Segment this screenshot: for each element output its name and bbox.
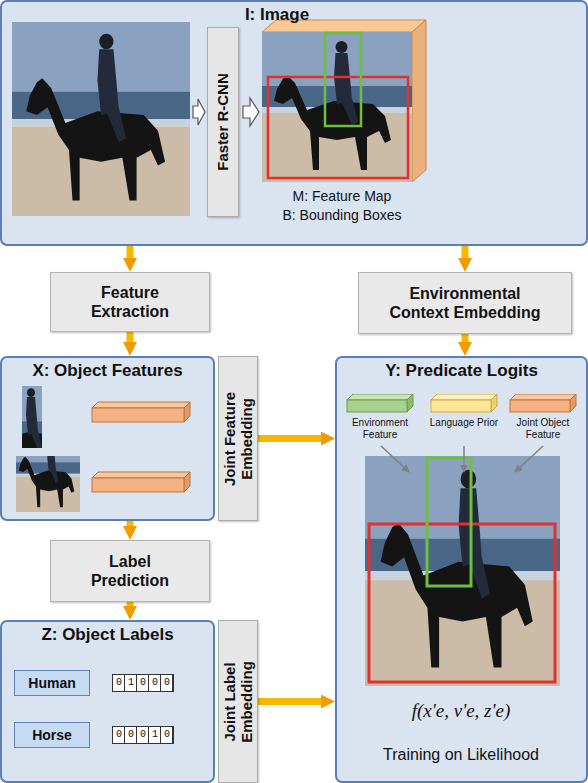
bounding-box-rider — [427, 458, 471, 586]
one-hot-vector: 0 0 0 1 0 — [112, 726, 174, 744]
training-caption: Training on Likelihood — [345, 746, 577, 764]
panel-title: I: Image — [202, 5, 352, 25]
detector-box: Faster R-CNN — [207, 27, 239, 217]
feature-bar — [92, 478, 184, 492]
panel-title: Z: Object Labels — [2, 625, 213, 645]
node-label: Faster R-CNN — [215, 33, 232, 211]
node-label: Feature Extraction — [75, 283, 185, 321]
bar-front — [510, 400, 570, 412]
map-caption: B: Bounding Boxes — [262, 207, 422, 223]
feature-bar — [505, 394, 581, 414]
node-label: Human — [28, 675, 75, 691]
process-box: Environmental Context Embedding — [358, 272, 572, 334]
feature-block: Joint Object Feature — [505, 394, 581, 440]
node-label: Horse — [32, 727, 72, 743]
bar-top — [510, 394, 576, 400]
feature-bar-top — [92, 472, 190, 478]
feature-leader — [381, 446, 409, 472]
flow-arrow — [127, 246, 134, 258]
vector-values: 0 1 0 0 0 — [113, 675, 173, 691]
node-label: Label Prediction — [75, 552, 185, 590]
label-tag: Human — [14, 670, 90, 696]
bar-front — [347, 400, 407, 412]
process-box: Feature Extraction — [50, 272, 210, 332]
scene-photo — [365, 456, 560, 686]
feature-bar-side — [184, 472, 190, 492]
process-box: Label Prediction — [50, 540, 210, 602]
labels-panel: Z: Object LabelsHuman 0 1 0 0 0 Horse 0 0 0… — [0, 620, 215, 783]
horse-crop-photo — [13, 434, 84, 514]
panel-title: Y: Predicate Logits — [337, 361, 586, 381]
input-photo — [12, 22, 190, 216]
feature-bar — [343, 394, 417, 414]
flow-arrow — [127, 602, 134, 606]
bar-top — [347, 394, 413, 400]
object-feature-illustration — [0, 356, 215, 521]
feature-map-photo — [262, 32, 412, 182]
feature-block: Environment Feature — [343, 394, 417, 440]
label-tag: Horse — [14, 722, 90, 748]
embedding-box: Joint Label Embedding — [218, 620, 258, 783]
feature-bar — [425, 394, 503, 414]
embedding-box: Joint Feature Embedding — [218, 356, 258, 521]
open-arrow — [193, 99, 205, 125]
bar-top — [431, 394, 497, 400]
feature-bar — [92, 408, 184, 422]
bounding-box-rider — [325, 33, 361, 126]
horse-crop — [13, 434, 84, 514]
flow-arrow — [258, 698, 321, 705]
node-label: Environmental Context Embedding — [378, 284, 553, 322]
open-arrow — [243, 98, 259, 126]
panel-title: X: Object Features — [2, 361, 213, 381]
node-label: Language Prior — [425, 417, 503, 429]
one-hot-vector: 0 1 0 0 0 — [112, 674, 174, 692]
feature-map-side — [412, 20, 426, 182]
node-label: Joint Object Feature — [505, 417, 581, 440]
feature-leader — [463, 446, 465, 472]
node-label: Joint Label Embedding — [222, 626, 255, 777]
bar-side — [570, 394, 576, 412]
formula: f(x'e, v'e, z'e) — [345, 700, 577, 722]
bar-side — [491, 394, 497, 412]
node-label: Joint Feature Embedding — [222, 362, 255, 515]
vector-values: 0 0 0 1 0 — [113, 727, 173, 743]
bar-front — [431, 400, 491, 412]
feature-block: Language Prior — [425, 394, 503, 429]
feature-bar-side — [184, 402, 190, 422]
flow-arrow — [258, 435, 321, 442]
flow-arrow — [127, 332, 134, 342]
bounding-box-horse — [268, 77, 408, 178]
flow-arrow — [462, 246, 469, 258]
node-label: Environment Feature — [343, 417, 417, 440]
bar-side — [407, 394, 413, 412]
feature-bar-top — [92, 402, 190, 408]
feature-leader — [515, 446, 543, 472]
flow-arrow — [462, 334, 469, 342]
features-panel: X: Object Features — [0, 356, 215, 521]
map-caption: M: Feature Map — [262, 188, 422, 204]
flow-arrow — [127, 521, 134, 526]
bounding-box-horse — [369, 524, 555, 682]
